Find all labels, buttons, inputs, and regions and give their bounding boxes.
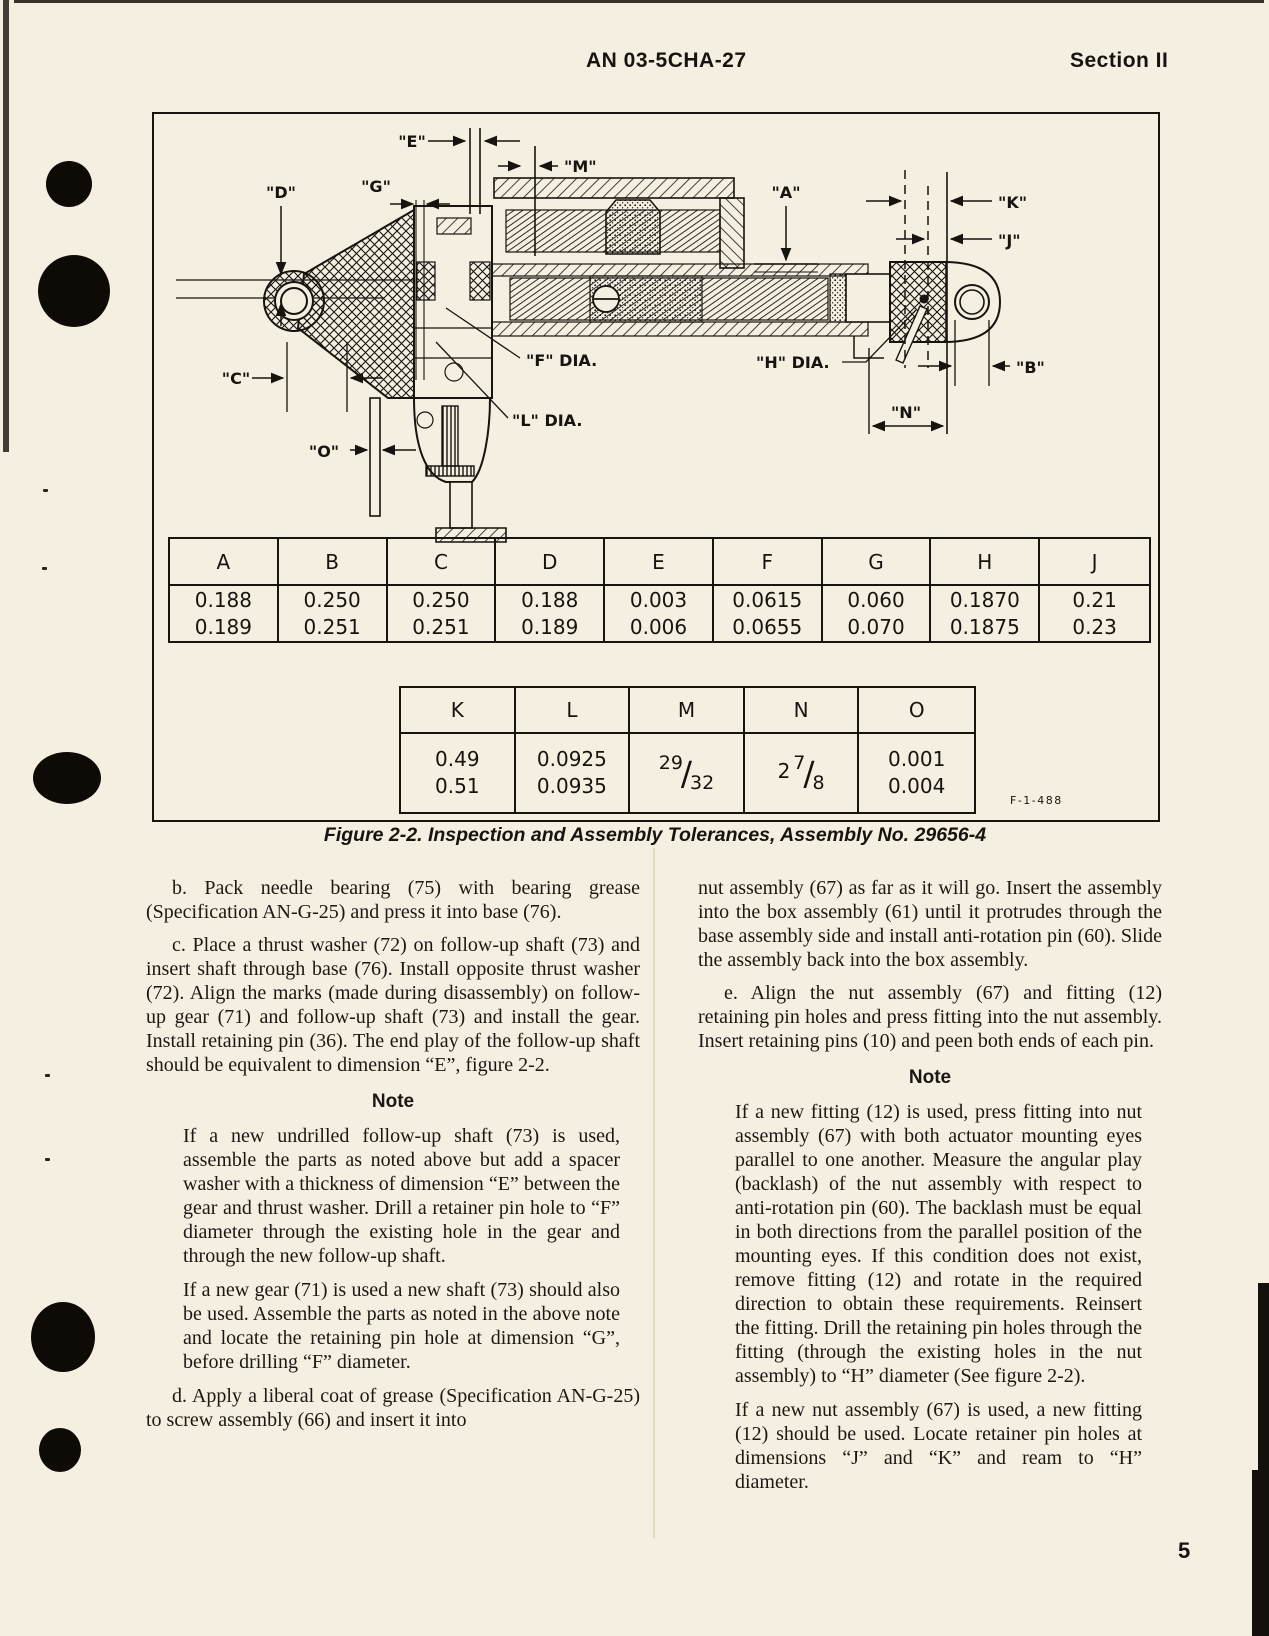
scan-edge-top	[14, 0, 1264, 3]
binder-hole-dot	[39, 1428, 81, 1472]
note-paragraph: If a new gear (71) is used a new shaft (…	[183, 1279, 620, 1373]
ink-speck	[45, 1074, 50, 1077]
paragraph-c: c. Place a thrust washer (72) on follow-…	[146, 934, 640, 1076]
body-column-right: nut assembly (67) as far as it will go. …	[698, 876, 1162, 1504]
ink-speck	[42, 567, 47, 570]
col-header-a: A	[170, 539, 279, 586]
note-paragraph: If a new undrilled follow-up shaft (73) …	[183, 1125, 620, 1267]
note-paragraph: If a new nut assembly (67) is used, a ne…	[735, 1399, 1142, 1493]
col-header-h: H	[931, 539, 1041, 586]
col-header-k: K	[401, 688, 516, 734]
col-header-c: C	[387, 539, 497, 586]
col-header-n: N	[744, 688, 860, 734]
actuator-cross-section-drawing: "E" "M" "G" "D" "A" "K" "J" "C" "F" DIA.…	[176, 128, 1063, 807]
binder-hole-dot	[46, 161, 92, 207]
figure-2-2-frame: "E" "M" "G" "D" "A" "K" "J" "C" "F" DIA.…	[152, 112, 1160, 822]
dim-label-h-dia: "H" DIA.	[756, 353, 830, 372]
col-header-l: L	[515, 688, 631, 734]
col-header-b: B	[278, 539, 388, 586]
dim-label-a: "A"	[771, 183, 800, 202]
col-header-d: D	[496, 539, 606, 586]
paragraph-d-continued: nut assembly (67) as far as it will go. …	[698, 877, 1162, 971]
scan-edge-right-bottom	[1252, 1470, 1269, 1636]
binder-hole-dot	[31, 1302, 95, 1372]
dim-label-n: "N"	[891, 403, 921, 422]
note-paragraph: If a new fitting (12) is used, press fit…	[735, 1101, 1142, 1387]
section-title: Section II	[1070, 49, 1169, 72]
plate-number: F-1-488	[1010, 794, 1063, 807]
paragraph-b: b. Pack needle bearing (75) with bearing…	[146, 877, 640, 923]
dim-label-o: "O"	[309, 442, 339, 461]
col-header-e: E	[605, 539, 714, 586]
figure-caption: Figure 2-2. Inspection and Assembly Tole…	[323, 824, 987, 846]
dim-label-b: "B"	[1016, 358, 1045, 377]
tolerance-values-n: 278	[745, 734, 860, 812]
binder-hole-dot	[33, 752, 101, 804]
binder-hole-dot	[38, 255, 110, 327]
ink-speck	[43, 489, 48, 492]
page-number: 5	[1178, 1538, 1191, 1563]
document-number: AN 03-5CHA-27	[586, 49, 747, 72]
dim-label-d: "D"	[266, 183, 296, 202]
dim-label-g: "G"	[361, 177, 391, 196]
dim-label-e: "E"	[398, 132, 426, 151]
dimension-labels: "E" "M" "G" "D" "A" "K" "J" "C" "F" DIA.…	[222, 132, 1063, 807]
body-column-left: b. Pack needle bearing (75) with bearing…	[146, 876, 640, 1441]
dim-label-k: "K"	[998, 193, 1027, 212]
tolerance-values-m: 2932	[630, 734, 745, 812]
col-header-j: J	[1040, 539, 1149, 586]
dim-label-f-dia: "F" DIA.	[526, 351, 597, 370]
paragraph-e: e. Align the nut assembly (67) and fitti…	[698, 982, 1162, 1052]
note-heading: Note	[371, 1091, 415, 1112]
note-heading: Note	[908, 1067, 952, 1088]
drawing-geometry	[176, 128, 1010, 543]
paragraph-d: d. Apply a liberal coat of grease (Speci…	[146, 1385, 640, 1431]
dim-label-j: "J"	[998, 231, 1021, 250]
scan-edge-left	[3, 0, 9, 452]
col-header-g: G	[822, 539, 932, 586]
dim-label-m: "M"	[564, 157, 597, 176]
dim-label-l-dia: "L" DIA.	[512, 411, 582, 430]
dim-label-c: "C"	[222, 369, 250, 388]
col-header-m: M	[630, 688, 745, 734]
paper-crease	[653, 848, 655, 1538]
col-header-o: O	[859, 688, 974, 734]
col-header-f: F	[713, 539, 823, 586]
scan-edge-right	[1258, 1283, 1269, 1636]
ink-speck	[45, 1158, 50, 1161]
